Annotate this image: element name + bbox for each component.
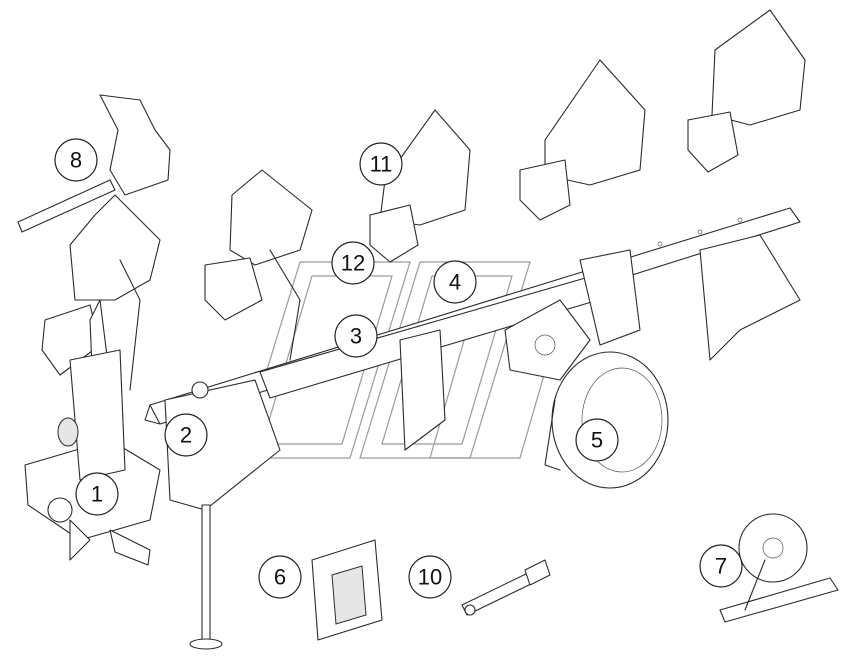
callout-2: 2 [164,413,208,457]
callout-6: 6 [258,555,302,599]
callout-4: 4 [433,260,477,304]
plough-bodies [41,9,806,451]
disc-coulter-part [719,513,839,623]
callout-3: 3 [334,314,378,358]
callout-3-label: 3 [350,324,362,349]
hydraulic-cylinder-part [461,559,551,616]
callout-12: 12 [331,241,375,285]
callout-8: 8 [54,138,98,182]
callout-1-label: 1 [91,482,103,507]
callout-11-label: 11 [370,152,393,177]
callout-7: 7 [699,544,743,588]
main-frame [144,207,801,425]
callout-2-label: 2 [180,423,192,448]
headstock [24,349,161,566]
callout-4-label: 4 [449,270,461,295]
callout-7-label: 7 [715,554,727,579]
callout-10-label: 10 [418,565,442,590]
callout-6-label: 6 [274,565,286,590]
callout-8-label: 8 [70,148,82,173]
callout-5-label: 5 [591,428,603,453]
decal-part [311,539,383,641]
frame-extension-part [17,94,171,233]
hydraulic-assembly [504,299,591,381]
callout-5: 5 [575,418,619,462]
callout-10: 10 [408,555,452,599]
callout-1: 1 [75,472,119,516]
callout-11: 11 [359,142,403,186]
callout-12-label: 12 [341,251,365,276]
support-leg [164,379,281,650]
